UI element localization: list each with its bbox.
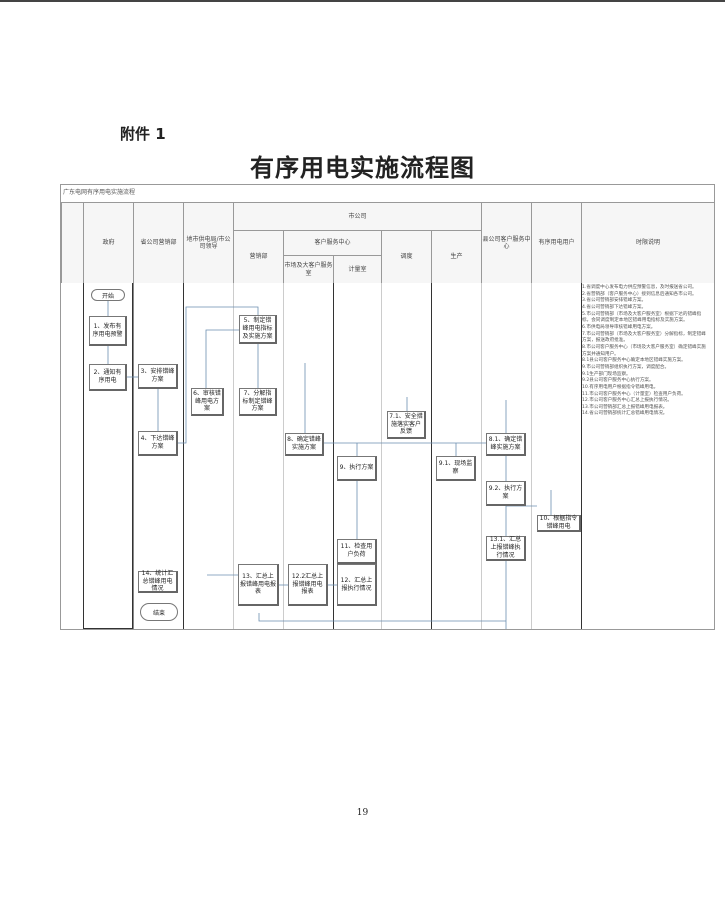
- note-item: 12.市公司客户服务中心汇总上报执行情况。: [582, 398, 672, 404]
- note-item: 14.省公司营销部统计汇总错峰用电情况。: [582, 411, 668, 417]
- lane-divider: [233, 283, 234, 629]
- note-item: 7.市公司营销部（市场及大客户服务室）分解指标，制定错峰方案，报送政府批准。: [582, 331, 706, 344]
- step-9-1: 9.1、现场监察: [436, 456, 476, 481]
- step-11: 11、检查用户负荷: [337, 539, 377, 564]
- page-number: 19: [356, 808, 369, 818]
- header-big-customer: 市场及大客户服务室: [283, 255, 333, 283]
- page-title: 有序用电实施流程图: [250, 153, 475, 182]
- lane-divider: [381, 283, 382, 629]
- step-14: 14、统计汇总错峰用电情况: [138, 570, 178, 593]
- step-7: 7、分解指标制定错峰方案: [239, 388, 277, 416]
- step-12-2: 12.2汇总上报错峰用电报表: [288, 564, 328, 606]
- header-blank: [61, 202, 83, 283]
- note-item: 1.省调度中心发布电力供应预警信息，及时报送省公司。: [582, 285, 697, 290]
- step-8: 8、确定错峰实施方案: [285, 433, 324, 456]
- header-users: 有序用电用户: [531, 202, 581, 283]
- note-item: 8.市公司客户服务中心（市场及大客户服务室）确定错峰实施方案并通知用户。: [582, 344, 706, 357]
- note-item: 9.市公司营销部组织执行方案，调度配合。: [582, 364, 670, 370]
- note-item: 4.省公司营销部下达错峰方案。: [582, 304, 647, 310]
- lane-divider: [581, 283, 582, 629]
- header-city-company: 市公司: [233, 202, 481, 230]
- note-item: 13.市公司营销部汇总上报错峰用电报表。: [582, 404, 668, 410]
- header-city-leader: 地市供电局/市公司领导: [183, 202, 233, 283]
- note-item: 10.有序用电用户根据指令错峰用电。: [582, 384, 659, 390]
- header-notes: 时限说明: [581, 202, 714, 283]
- time-limit-notes: 1.省调度中心发布电力供应预警信息，及时报送省公司。 2.省营销部（客户服务中心…: [582, 285, 710, 418]
- note-item: 8.1县公司客户服务中心确定本地区错峰实施方案。: [582, 358, 686, 364]
- lane-divider: [481, 283, 482, 629]
- lane-divider: [283, 283, 284, 629]
- start-terminal: 开始: [91, 289, 125, 301]
- step-13: 13、汇总上报错峰用电报表: [238, 564, 279, 606]
- end-terminal: 结束: [140, 603, 178, 621]
- step-10: 10、根据指令错峰用电: [537, 515, 581, 532]
- step-7-1: 7.1、安全措施落实客户反馈: [387, 411, 426, 439]
- note-item: 6.市供电局领导审核错峰用电方案。: [582, 324, 656, 330]
- header-marketing: 营销部: [233, 230, 283, 283]
- step-3: 3、安排错峰方案: [138, 364, 178, 389]
- step-5: 5、制定错峰用电指标及实施方案: [239, 315, 277, 344]
- government-lane-frame: [83, 283, 133, 629]
- header-metering: 计量室: [333, 255, 381, 283]
- lane-divider: [83, 283, 84, 629]
- note-item: 2.省营销部（客户服务中心）接到信息后通知各市公司。: [582, 291, 697, 297]
- note-item: 5.市公司营销部（市场及大客户服务室）根据下达的错峰指标，会同调度制定本地区错峰…: [582, 311, 702, 324]
- header-government: 政府: [83, 202, 133, 283]
- step-8-1: 8.1、确定错峰实施方案: [486, 433, 526, 456]
- lane-divider: [133, 283, 134, 629]
- step-2: 2、通知有序用电: [89, 364, 127, 391]
- lane-divider: [431, 283, 432, 629]
- note-item: 11.市公司客户服务中心（计量室）检查用户负荷。: [582, 391, 686, 397]
- flowchart-caption: 广东电网有序用电实施流程: [63, 189, 136, 196]
- step-13-1: 13.1、汇总上报错峰执行情况: [486, 536, 526, 561]
- header-customer-center: 客户服务中心: [283, 230, 381, 255]
- lane-divider: [333, 283, 334, 629]
- step-12: 12、汇总上报执行情况: [337, 564, 377, 606]
- step-9: 9、执行方案: [337, 456, 377, 481]
- header-production: 生产: [431, 230, 481, 283]
- flowchart: 广东电网有序用电实施流程 政府 省公司营销部 地市供电局/市公司领导 市公司 营…: [60, 184, 715, 630]
- lane-divider: [183, 283, 184, 629]
- note-item: 9.1生产部门现场监察。: [582, 371, 631, 377]
- step-1: 1、发布有序用电预警: [89, 316, 127, 346]
- note-item: 3.省公司营销部安排错峰方案。: [582, 298, 647, 304]
- top-border: [0, 0, 725, 2]
- attachment-label: 附件 1: [120, 125, 166, 143]
- header-county-center: 县公司客户服务中心: [481, 202, 531, 283]
- header-dispatch: 调度: [381, 230, 431, 283]
- header-province-marketing: 省公司营销部: [133, 202, 183, 283]
- step-4: 4、下达错峰方案: [138, 431, 178, 456]
- step-9-2: 9.2、执行方案: [486, 481, 526, 506]
- note-item: 9.2县公司客户服务中心执行方案。: [582, 378, 654, 384]
- lane-divider: [531, 283, 532, 629]
- step-6: 6、审核错峰用电方案: [191, 388, 224, 416]
